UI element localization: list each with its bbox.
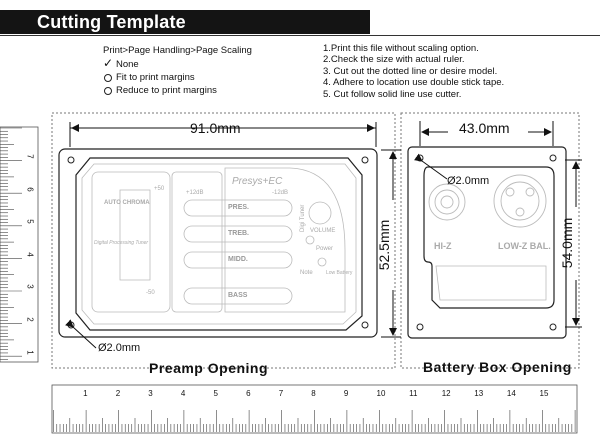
ruler-label: 11 [409, 389, 418, 398]
settings-path: Print>Page Handling>Page Scaling [103, 45, 252, 56]
instruction-3: 3. Cut out the dotted line or desire mod… [323, 65, 498, 77]
ruler-label: 2 [25, 317, 35, 322]
option-reduce[interactable]: Reduce to print margins [116, 85, 217, 96]
preamp-caption: Preamp Opening [149, 360, 269, 376]
header-bar [0, 10, 370, 34]
instructions: 1.Print this file without scaling option… [323, 43, 504, 100]
plus50-label: +50 [154, 186, 165, 192]
ruler-label: 5 [25, 219, 35, 224]
note-label: Note [300, 270, 313, 276]
scale-plus-label: +12dB [186, 190, 204, 196]
low-battery-label: Low Battery [326, 270, 353, 276]
lowz-label: LOW-Z BAL. [498, 241, 551, 251]
ruler-label: 6 [25, 186, 35, 192]
knob-label-midd: MIDD. [228, 256, 248, 263]
header-divider [0, 35, 600, 36]
preamp-width-dimension: 91.0mm [190, 120, 241, 136]
battery-width-dimension: 43.0mm [459, 120, 510, 136]
ruler-label: 8 [311, 389, 316, 398]
ruler-label: 9 [343, 389, 349, 398]
battery-height-dimension: 54.0mm [559, 217, 575, 269]
instruction-4: 4. Adhere to location use double stick t… [323, 77, 505, 89]
processor-label: Digital Processing Tuner [94, 240, 149, 246]
brand-label: Presys+EC [232, 176, 283, 187]
option-fit[interactable]: Fit to print margins [116, 72, 195, 83]
knob-label-bass: BASS [228, 292, 248, 299]
preamp-hole-dimension: Ø2.0mm [98, 342, 141, 354]
ruler-label: 15 [539, 389, 549, 398]
preamp-cut-outline [75, 157, 363, 331]
minus50-label: -50 [146, 290, 155, 296]
ruler-label: 13 [474, 389, 484, 398]
ruler-label: 3 [148, 389, 153, 398]
ruler-label: 7 [278, 389, 284, 398]
preamp-dotted-outline [51, 112, 396, 369]
bottom-ruler [51, 384, 578, 434]
battery-hole-dimension: Ø2.0mm [447, 175, 490, 187]
ruler-label: 3 [25, 284, 35, 290]
volume-label: VOLUME [310, 228, 336, 234]
ruler-label: 1 [83, 389, 88, 398]
ruler-label: 2 [115, 389, 121, 398]
option-none[interactable]: None [116, 59, 139, 70]
ruler-label: 12 [441, 389, 451, 398]
radio-fit-icon[interactable] [104, 74, 112, 82]
ruler-label: 4 [180, 389, 186, 398]
radio-reduce-icon[interactable] [104, 87, 112, 95]
preamp-height-dimension: 52.5mm [376, 219, 392, 271]
ruler-label: 10 [376, 389, 386, 398]
instruction-2: 2.Check the size with actual ruler. [323, 54, 465, 66]
instruction-5: 5. Cut follow solid line use cutter. [323, 88, 462, 100]
power-label: Power [316, 246, 334, 252]
left-ruler [0, 126, 39, 363]
ruler-label: 6 [246, 389, 251, 398]
check-icon: ✓ [103, 56, 114, 70]
battery-plate-outline [407, 146, 567, 339]
tuner-label: Digi Tuner [300, 204, 306, 232]
chroma-label: AUTO CHROMA [104, 200, 150, 206]
hiz-label: HI-Z [434, 241, 452, 251]
instruction-1: 1.Print this file without scaling option… [323, 43, 479, 54]
scale-minus-label: -12dB [272, 190, 289, 196]
page-title: Cutting Template [37, 12, 186, 32]
ruler-label: 5 [213, 389, 218, 398]
ruler-label: 7 [25, 154, 35, 159]
preamp-plate-outline [58, 148, 378, 338]
battery-dotted-outline [400, 112, 580, 369]
ruler-label: 1 [25, 349, 35, 355]
ruler-label: 14 [506, 389, 516, 398]
knob-label-treb: TREB. [228, 230, 249, 237]
battery-caption: Battery Box Opening [423, 359, 572, 375]
knob-label-pres: PRES. [228, 204, 250, 211]
ruler-label: 4 [25, 252, 35, 257]
